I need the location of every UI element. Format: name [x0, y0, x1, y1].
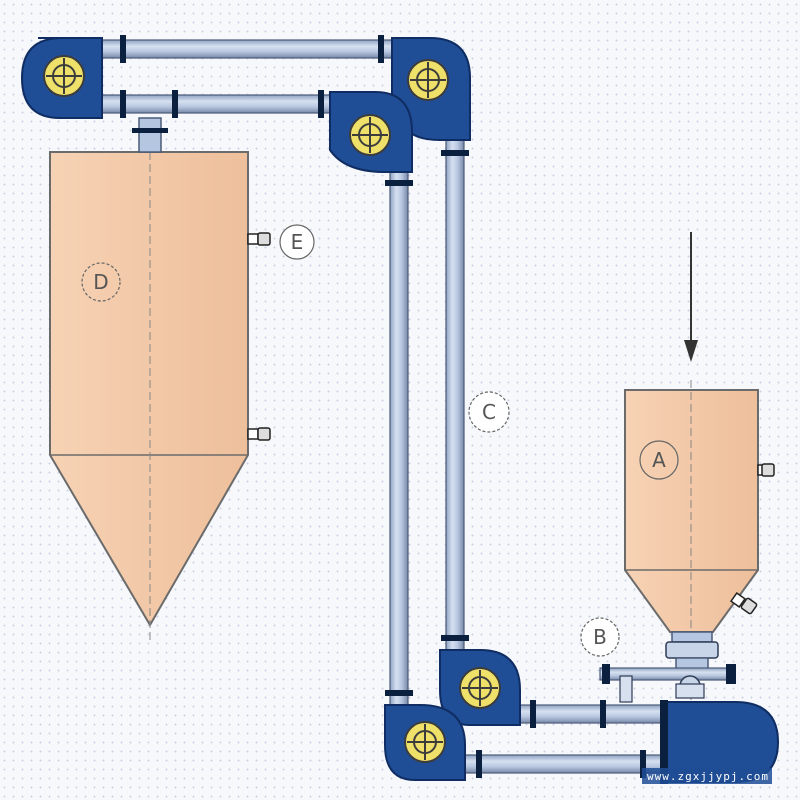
silo-d-body: [49, 151, 249, 627]
label-c-callout: C: [468, 391, 510, 433]
label-b-callout: B: [580, 617, 620, 657]
level-sensor-lower: [247, 427, 271, 441]
pipe-vertical-outer: [445, 139, 465, 666]
housing-top-right-outer: [391, 37, 471, 141]
label-c: C: [482, 400, 496, 424]
label-d-callout: D: [81, 262, 121, 302]
pipe-top-upper: [99, 39, 401, 59]
pipe-bottom-lower: [454, 754, 671, 774]
watermark: www.zgxjjypj.com: [647, 770, 769, 783]
label-a-callout: A: [639, 440, 679, 480]
pipe-flanges: [120, 35, 646, 778]
label-a: A: [652, 448, 666, 472]
silo-d: [49, 117, 271, 640]
discharge-valve-b: [599, 631, 736, 703]
feed-arrow: [684, 232, 698, 362]
housing-top-right-inner: [329, 91, 413, 173]
housing-bottom-lower: [384, 704, 466, 781]
silo-d-inlet-flange: [132, 128, 168, 133]
hopper-a-sensor-lower: [729, 591, 758, 615]
housing-bottom-upper: [439, 649, 521, 726]
hopper-a-sensor-upper: [757, 463, 775, 477]
label-d: D: [93, 270, 108, 294]
watermark-band: [642, 768, 772, 784]
label-e: E: [291, 230, 304, 254]
level-sensor-upper: [247, 232, 271, 246]
label-b: B: [593, 625, 607, 649]
silo-d-inlet-neck: [138, 117, 162, 153]
housing-top-left: [20, 37, 103, 119]
hopper-a: [624, 232, 775, 700]
pipe-top-lower: [99, 94, 346, 114]
conveyor-pipes: [99, 39, 671, 774]
pipe-vertical-inner: [389, 169, 409, 716]
label-e-callout: E: [279, 224, 315, 260]
